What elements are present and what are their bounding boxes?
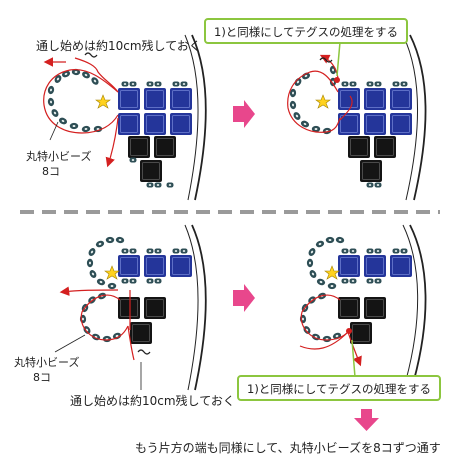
callout-pointer xyxy=(336,41,341,77)
edge-line xyxy=(191,224,207,391)
right-arrow-icon xyxy=(233,100,255,128)
start-margin-note: 通し始めは約10cm残しておく xyxy=(70,393,235,408)
callout-box xyxy=(237,375,441,401)
bead-count: 8コ xyxy=(42,165,60,178)
leader-line xyxy=(49,121,59,141)
small-bead-ring xyxy=(47,68,103,133)
callout-box xyxy=(204,18,408,44)
callout-text: 1)と同様にしてテグスの処理をする xyxy=(214,25,398,39)
star-icon xyxy=(95,94,111,109)
star-icon xyxy=(324,265,340,280)
star-icon xyxy=(104,265,120,280)
bead-count: 8コ xyxy=(33,371,51,384)
edge-line xyxy=(409,34,427,201)
start-margin-note: 通し始めは約10cm残しておく xyxy=(36,38,201,53)
knot-dot xyxy=(346,328,352,334)
edge-line xyxy=(184,224,199,391)
down-arrow-icon xyxy=(354,409,379,431)
thread-arrow xyxy=(347,331,362,367)
thread xyxy=(339,95,353,121)
bead-label: 丸特小ビーズ xyxy=(14,355,79,369)
edge-line xyxy=(402,224,419,381)
edge-line xyxy=(191,34,207,201)
right-arrow-icon xyxy=(233,284,255,312)
thread xyxy=(287,70,341,133)
square-bead-row xyxy=(117,81,193,188)
thread xyxy=(80,294,129,341)
squiggle-break-icon xyxy=(84,52,98,58)
squiggle-break-icon xyxy=(319,57,333,63)
star-icon xyxy=(315,94,331,109)
squiggle-break-icon xyxy=(137,349,151,355)
thread-arrow xyxy=(59,286,119,296)
thread xyxy=(300,294,349,341)
knot-dot xyxy=(334,77,340,83)
panel-bottom-left: 丸特小ビーズ 8コ 通し始めは約10cm残しておく xyxy=(14,224,235,408)
callout-text: 1)と同様にしてテグスの処理をする xyxy=(247,382,431,396)
panel-top-left: 通し始めは約10cm残しておく 丸特小ビーズ 8コ xyxy=(26,34,207,201)
footer-note: もう片方の端も同様にして、丸特小ビーズを8コずつ通す xyxy=(135,440,441,455)
bead-label: 丸特小ビーズ xyxy=(26,149,91,163)
leader-line xyxy=(54,334,86,353)
edge-line xyxy=(402,34,419,201)
panel-bottom-right: 1)と同様にしてテグスの処理をする xyxy=(237,224,441,401)
edge-line xyxy=(184,34,199,201)
thread-arrow xyxy=(105,117,119,168)
thread xyxy=(127,325,135,361)
panel-top-right: 1)と同様にしてテグスの処理をする xyxy=(204,18,427,201)
thread xyxy=(74,57,119,93)
small-bead-ring xyxy=(299,291,343,343)
callout-pointer xyxy=(351,339,356,378)
thread xyxy=(43,68,119,134)
square-bead-row xyxy=(337,81,413,188)
thread xyxy=(299,331,349,350)
edge-line xyxy=(409,224,427,381)
small-bead-ring xyxy=(79,291,123,343)
